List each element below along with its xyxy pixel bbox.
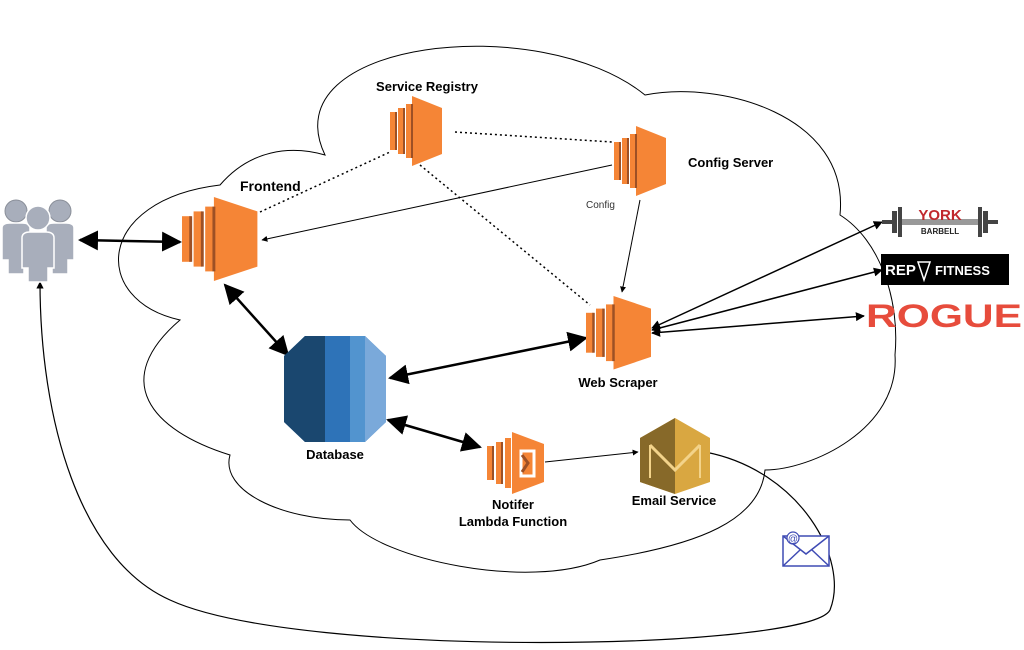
- service-registry-node: Service Registry: [376, 79, 479, 167]
- frontend-label: Frontend: [240, 178, 301, 194]
- york-barbell-text: BARBELL: [921, 227, 959, 236]
- web-scraper-node: Web Scraper: [578, 294, 658, 390]
- rep-fitness-logo: REP FITNESS: [881, 254, 1009, 285]
- edge-config-frontend: [261, 164, 613, 242]
- rep-logo-text: REP: [885, 262, 916, 279]
- edge-registry-config: [454, 131, 613, 143]
- notifier-label-line2: Lambda Function: [459, 514, 567, 529]
- database-icon: [284, 336, 386, 442]
- database-label: Database: [306, 447, 364, 462]
- frontend-node: Frontend: [180, 178, 301, 283]
- edge-notifier-email: [544, 449, 639, 463]
- york-logo-text: YORK: [918, 207, 962, 224]
- edge-database-notifier: [386, 415, 482, 452]
- rogue-logo: ROGUE: [866, 298, 1022, 334]
- york-barbell-logo: YORK BARBELL: [882, 207, 998, 237]
- users-group-icon: [1, 199, 75, 283]
- edge-scraper-repfitness: [651, 267, 883, 333]
- notifier-label-line1: Notifer: [492, 497, 534, 512]
- edge-config-scraper: [620, 199, 641, 293]
- ses-icon: [640, 418, 710, 494]
- svg-text:@: @: [788, 534, 798, 545]
- edge-registry-scraper: [419, 164, 591, 306]
- config-edge-label: Config: [586, 200, 615, 211]
- notifier-node: Notifer Lambda Function: [459, 432, 567, 529]
- email-service-node: Email Service: [632, 418, 717, 508]
- envelope-icon: @: [782, 531, 830, 567]
- edge-frontend-database: [223, 283, 290, 357]
- config-server-node: Config Server: [613, 125, 773, 197]
- edge-scraper-rogue: [651, 312, 865, 337]
- config-server-label: Config Server: [688, 155, 773, 170]
- edge-users-frontend: [78, 230, 182, 252]
- cloud-boundary: [117, 45, 897, 573]
- database-node: Database: [284, 336, 386, 462]
- lambda-icon: [487, 432, 544, 494]
- edge-email-users: [36, 281, 835, 644]
- edge-scraper-york: [651, 221, 883, 329]
- service-registry-label: Service Registry: [376, 79, 479, 94]
- edge-frontend-registry: [259, 151, 391, 213]
- fitness-logo-text: FITNESS: [935, 263, 990, 278]
- email-service-label: Email Service: [632, 493, 717, 508]
- edge-database-scraper: [388, 331, 588, 385]
- web-scraper-label: Web Scraper: [578, 375, 657, 390]
